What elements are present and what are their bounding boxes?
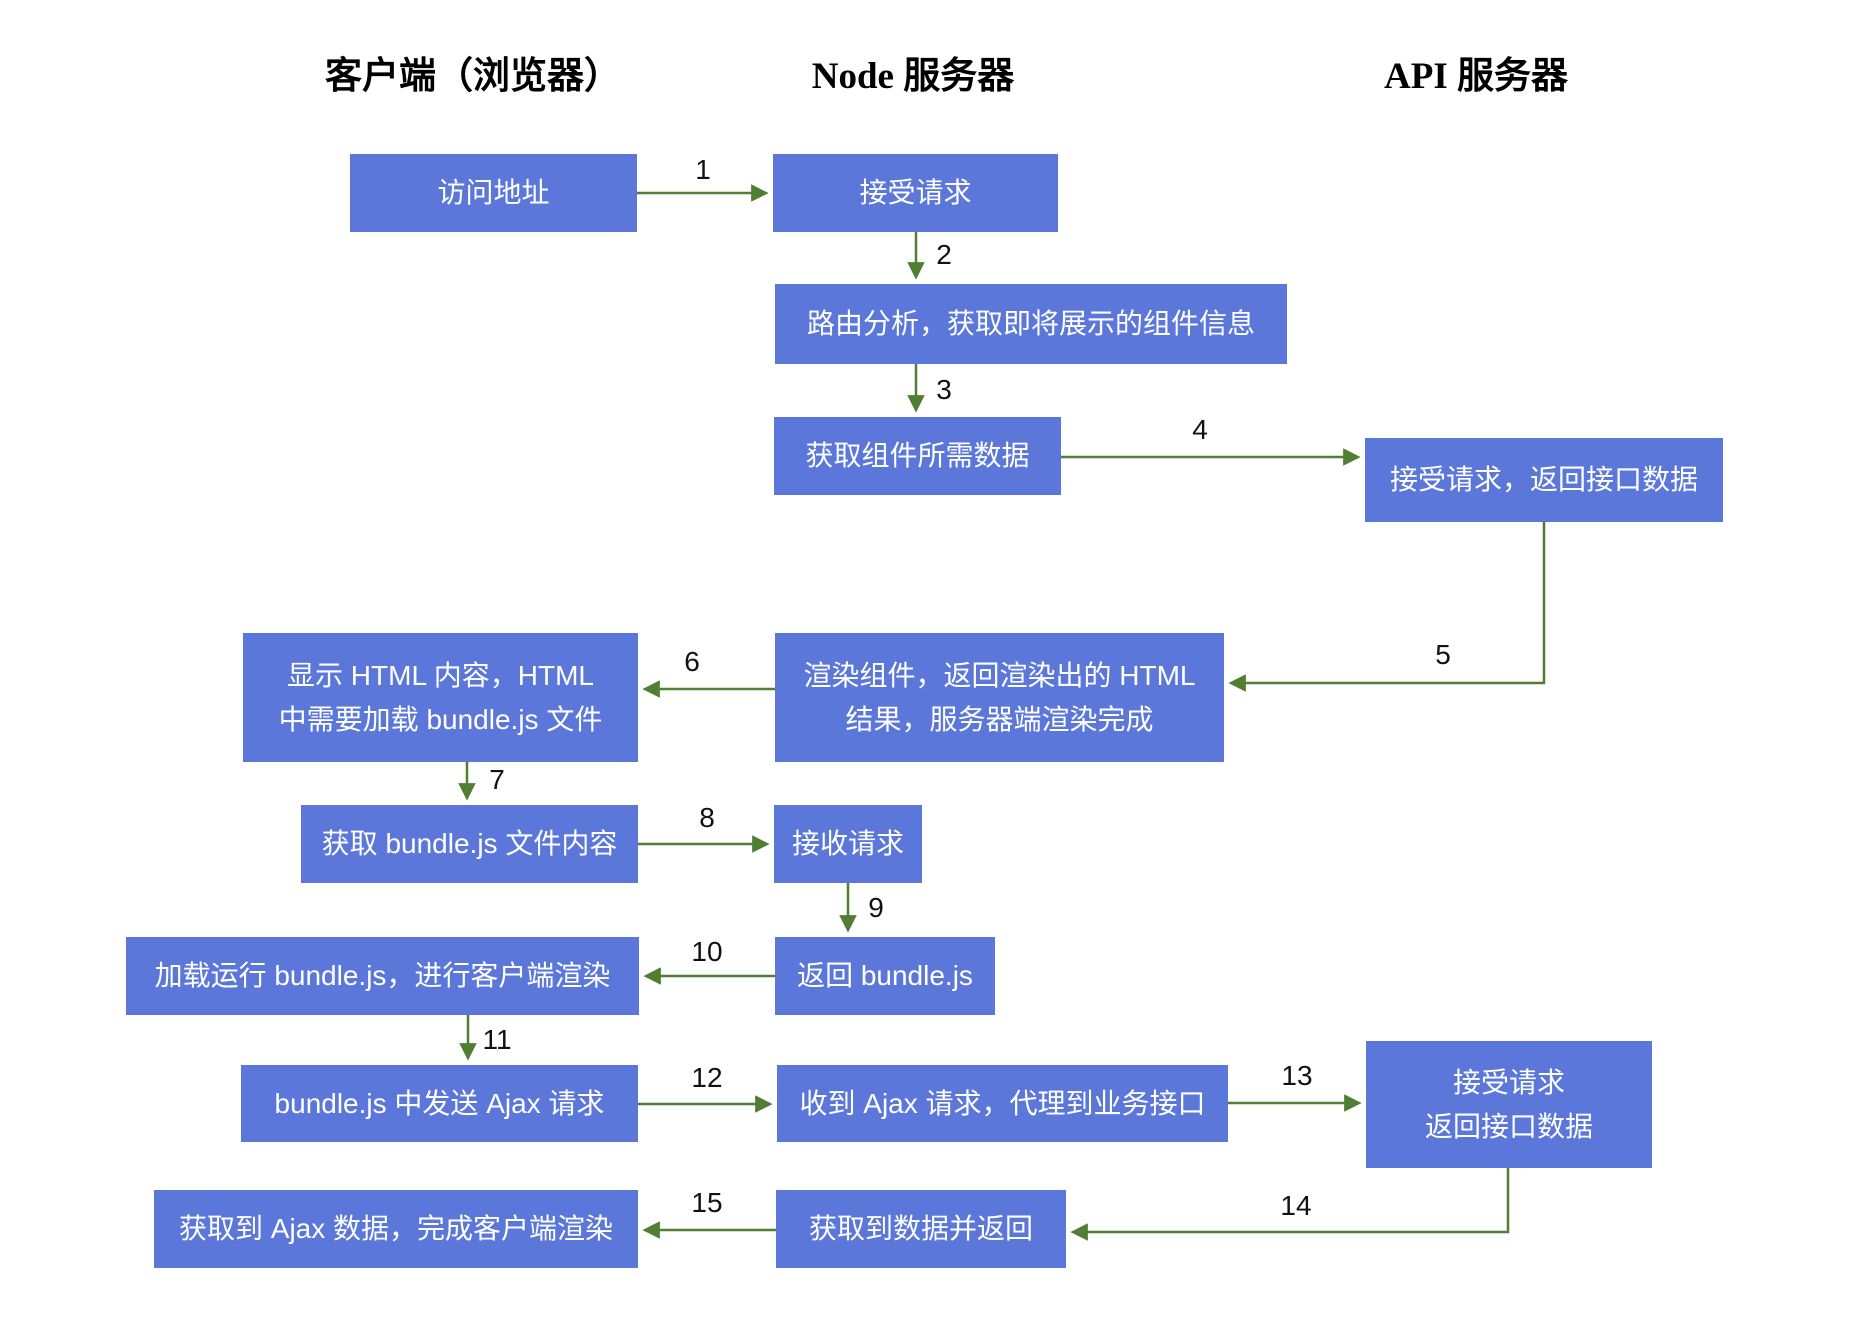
arrow-label-14: 14 bbox=[1280, 1190, 1312, 1221]
arrow-label-12: 12 bbox=[691, 1062, 723, 1093]
node-proxy-ajax: 收到 Ajax 请求，代理到业务接口 bbox=[777, 1065, 1228, 1142]
arrow-label-13: 13 bbox=[1281, 1060, 1313, 1091]
node-ajax-done: 获取到 Ajax 数据，完成客户端渲染 bbox=[154, 1190, 638, 1268]
arrow-label-7: 7 bbox=[489, 764, 505, 795]
arrow-label-9: 9 bbox=[868, 892, 884, 923]
node-get-component-data: 获取组件所需数据 bbox=[774, 417, 1061, 495]
arrow-14 bbox=[1070, 1168, 1510, 1241]
column-header-api-server: API 服务器 bbox=[1384, 56, 1568, 97]
node-get-bundle: 获取 bundle.js 文件内容 bbox=[301, 805, 638, 883]
node-visit-address: 访问地址 bbox=[350, 154, 637, 232]
node-return-bundle: 返回 bundle.js bbox=[775, 937, 995, 1015]
node-render-components: 渲染组件，返回渲染出的 HTML 结果，服务器端渲染完成 bbox=[775, 633, 1224, 762]
column-header-client: 客户端（浏览器） bbox=[325, 56, 621, 97]
node-accept-request: 接受请求 bbox=[773, 154, 1058, 232]
node-send-ajax: bundle.js 中发送 Ajax 请求 bbox=[241, 1065, 638, 1142]
node-show-html: 显示 HTML 内容，HTML 中需要加载 bundle.js 文件 bbox=[243, 633, 638, 762]
arrow-label-11: 11 bbox=[482, 1024, 512, 1055]
arrow-label-6: 6 bbox=[684, 646, 700, 677]
node-route-analysis: 路由分析，获取即将展示的组件信息 bbox=[775, 284, 1287, 364]
node-api-accept-return-1: 接受请求，返回接口数据 bbox=[1365, 438, 1723, 522]
node-api-accept-return-2: 接受请求 返回接口数据 bbox=[1366, 1041, 1652, 1168]
arrow-label-10: 10 bbox=[691, 936, 723, 967]
column-header-node-server: Node 服务器 bbox=[811, 56, 1015, 97]
arrow-label-4: 4 bbox=[1192, 414, 1208, 445]
node-get-data-return: 获取到数据并返回 bbox=[776, 1190, 1066, 1268]
node-receive-request: 接收请求 bbox=[774, 805, 922, 883]
arrow-5 bbox=[1228, 522, 1546, 692]
arrow-label-8: 8 bbox=[699, 802, 715, 833]
arrow-label-5: 5 bbox=[1435, 639, 1451, 670]
node-run-bundle: 加载运行 bundle.js，进行客户端渲染 bbox=[126, 937, 639, 1015]
arrow-label-15: 15 bbox=[691, 1187, 723, 1218]
arrow-label-3: 3 bbox=[936, 374, 952, 405]
arrow-label-1: 1 bbox=[695, 154, 711, 185]
arrow-label-2: 2 bbox=[936, 239, 952, 270]
